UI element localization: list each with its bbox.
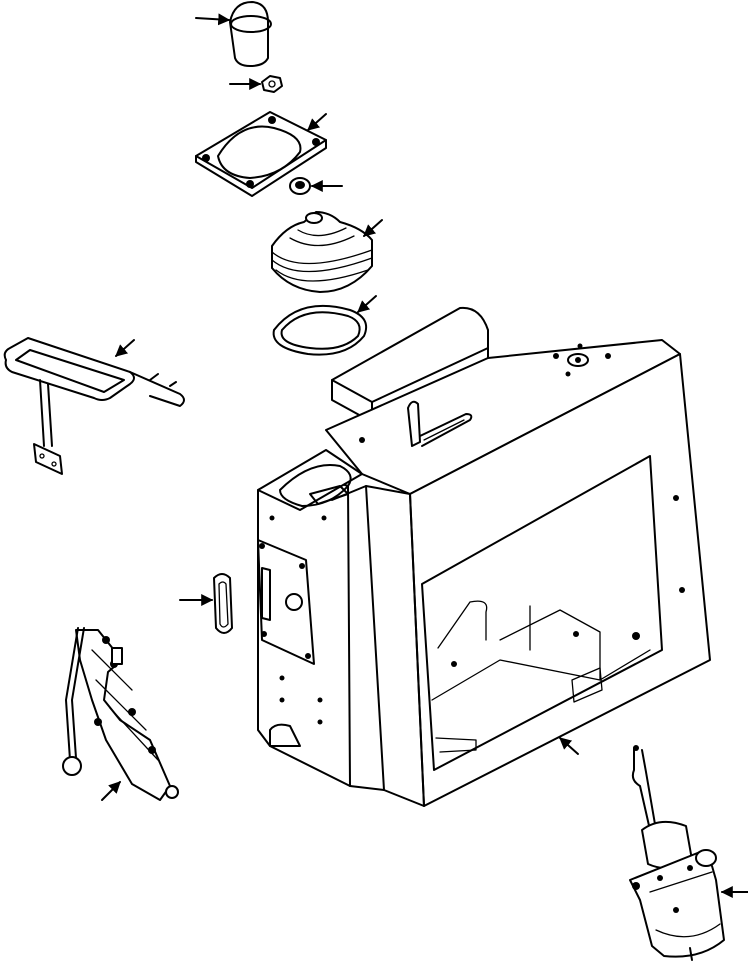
callout-arrow-linkage [101,781,121,801]
boot-part [271,211,373,293]
knob-part [229,1,272,67]
seal-ring-part [272,304,368,356]
callout-arrow-boot [363,219,383,237]
callout-arrow-knob [195,13,231,26]
frame-bracket-part [3,337,185,475]
console-housing-part [257,306,711,807]
callout-arrow-bracket [115,339,135,357]
callout-arrows [101,13,748,898]
plate-part [195,111,327,197]
nut-part [261,75,283,93]
lever-linkage-part [62,627,179,801]
callout-arrow-seal [357,295,377,313]
callout-arrow-plate [307,113,327,131]
callout-arrow-housing [559,737,579,755]
actuator-part [629,745,725,961]
grommet-part [289,177,311,195]
slot-cover-part [213,573,233,634]
